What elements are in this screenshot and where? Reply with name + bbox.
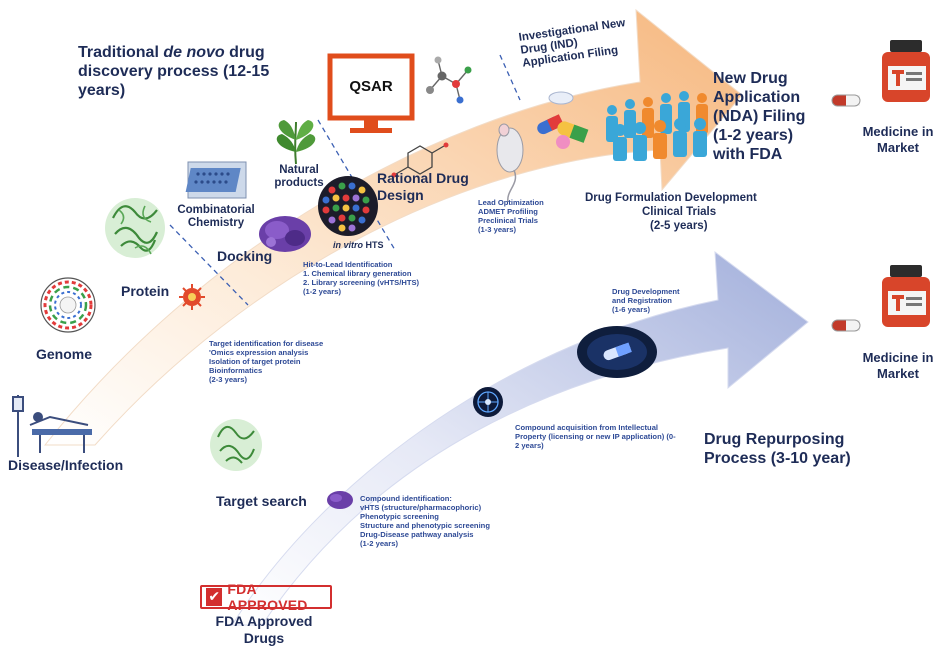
note-compound-identification: Compound identification:vHTS (structure/… — [360, 494, 490, 548]
stage-label-clinical: Clinical Trials — [642, 206, 717, 218]
traditional-process-title: Traditional de novo drug discovery proce… — [78, 44, 270, 99]
traditional-process-arrow — [43, 8, 743, 446]
docking-protein-icon — [259, 216, 311, 252]
stage-label-genome: Genome — [36, 346, 93, 362]
compound-protein-icon — [327, 491, 353, 509]
stage-label-natural-products: Natural products — [274, 164, 324, 189]
patient-bed-icon — [12, 395, 92, 457]
fda-approved-stamp: ✔ FDA APPROVED — [200, 581, 332, 613]
medicine-in-market-top: Medicine in Market — [862, 124, 934, 155]
protein-structure-icon — [105, 198, 165, 258]
pills-icon — [537, 91, 589, 149]
ip-globe-icon — [473, 387, 503, 417]
natural-products-leaf-icon — [276, 120, 316, 165]
clinical-trial-people-icon — [606, 91, 708, 161]
stage-label-disease: Disease/Infection — [8, 457, 124, 473]
checkmark-icon: ✔ — [206, 588, 223, 606]
medicine-in-market-bottom: Medicine in Market — [862, 350, 934, 381]
stage-label-formulation: Drug Formulation Development — [585, 192, 757, 204]
capsule-icon — [831, 319, 861, 332]
stage-label-combinatorial: Combinatorial Chemistry — [177, 204, 255, 229]
repurposing-process-title: Drug Repurposing Process (3-10 year) — [704, 431, 851, 467]
drug-development-capsule-icon — [577, 326, 657, 378]
stage-label-in-vitro-hts: in vitro HTS — [333, 240, 384, 250]
stage-label-rational-design: Rational Drug Design — [377, 170, 469, 203]
medicine-bottle-icon — [882, 265, 930, 327]
stage-label-clinical-years: (2-5 years) — [650, 220, 708, 232]
stage-divider — [169, 224, 249, 306]
hts-plate-icon — [318, 176, 378, 236]
stage-label-target-search: Target search — [216, 493, 307, 509]
qsar-monitor-icon — [327, 53, 415, 133]
fda-stamp-text: FDA APPROVED — [227, 581, 308, 613]
lab-mouse-icon — [496, 123, 524, 203]
target-protein-icon — [210, 419, 262, 471]
qsar-label: QSAR — [349, 78, 393, 95]
note-target-identification: Target identification for disease'Omics … — [209, 339, 324, 384]
molecule-2d-icon — [391, 142, 449, 178]
genome-circle-icon — [40, 277, 96, 333]
microplate-icon — [185, 161, 247, 199]
fda-approved-drugs-label: FDA Approved Drugs — [215, 613, 313, 646]
medicine-bottle-icon — [882, 40, 930, 102]
stage-label-protein: Protein — [121, 283, 170, 299]
repurposing-process-arrow — [231, 250, 809, 626]
stage-label-docking: Docking — [217, 248, 273, 264]
capsule-icon — [831, 94, 861, 107]
virus-icon — [179, 284, 205, 310]
molecule-3d-icon — [426, 56, 472, 104]
stage-label-nda: New Drug Application (NDA) Filing (1-2 y… — [713, 70, 806, 163]
